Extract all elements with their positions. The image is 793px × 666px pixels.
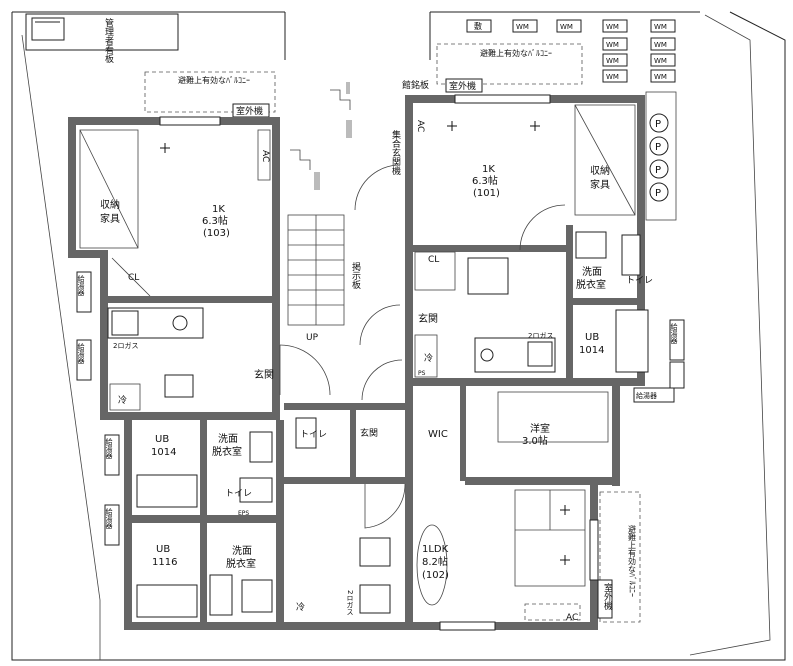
water-heater-label: 給湯器 bbox=[105, 507, 113, 530]
wm-label: WM bbox=[606, 57, 619, 65]
balcony-left: 避難上有効なﾊﾞﾙｺﾆｰ 室外機 bbox=[144, 71, 276, 118]
ub-1-size: 1014 bbox=[151, 447, 176, 458]
room-102-type: 1LDK bbox=[422, 544, 449, 555]
water-heater-label: 給湯器 bbox=[77, 274, 85, 297]
wash-2-label2: 脱衣室 bbox=[576, 278, 606, 291]
manager-sign: 管理者看板 bbox=[25, 13, 179, 64]
cl-103-label: CL bbox=[128, 273, 139, 283]
room-103-type: 1K bbox=[212, 204, 225, 215]
ub-1-type: UB bbox=[155, 434, 169, 445]
bicycle-parking: 敷 WM WM WM WM WM WM WM WM WM WM bbox=[466, 19, 676, 83]
balcony-right: 避難上有効なﾊﾞﾙｺﾆｰ 室外機 館銘板 bbox=[402, 43, 583, 93]
gas-103-label: 2ロガス bbox=[113, 341, 138, 350]
ac-101-label: AC bbox=[415, 120, 425, 132]
storage-103-label1: 収納 bbox=[100, 198, 120, 211]
storage-101-label2: 家具 bbox=[590, 178, 610, 191]
water-heater-label: 給湯器 bbox=[77, 342, 85, 365]
manager-sign-label: 管理者看板 bbox=[103, 17, 114, 64]
toilet-3-label: トイレ bbox=[626, 276, 653, 286]
wash-2-label1: 洗面 bbox=[582, 266, 602, 278]
wm-label: WM bbox=[654, 57, 667, 65]
parking: P P P P bbox=[645, 91, 677, 221]
wash-1-label2: 脱衣室 bbox=[212, 445, 242, 458]
wm-label: WM bbox=[606, 41, 619, 49]
fridge-102-label: 冷 bbox=[296, 601, 305, 613]
room-102: WIC 洋室 3.0帖 1LDK 8.2帖 (102) AC 避難上有効なﾊﾞﾙ… bbox=[416, 391, 641, 623]
parking-label: P bbox=[655, 142, 661, 153]
wic-label: WIC bbox=[428, 429, 448, 440]
room-103-number: (103) bbox=[203, 228, 230, 239]
fridge-101-label: 冷 bbox=[424, 352, 433, 364]
wash-3-label2: 脱衣室 bbox=[226, 557, 256, 570]
site-boundary bbox=[11, 11, 786, 661]
genkan-102-label: 玄関 bbox=[360, 427, 378, 439]
parking-label: P bbox=[655, 188, 661, 199]
outdoor-unit-left-label: 室外機 bbox=[236, 105, 263, 117]
water-heater-label: 給湯器 bbox=[636, 391, 657, 400]
balcony-vertical-label: 避難上有効なﾊﾞﾙｺﾆｰ bbox=[628, 524, 637, 597]
room-101-type: 1K bbox=[482, 164, 495, 175]
ub-3-size: 1116 bbox=[152, 557, 177, 568]
ub-2-size: 1014 bbox=[579, 345, 604, 356]
storage-103-label2: 家具 bbox=[100, 212, 120, 225]
ub-2-type: UB bbox=[585, 332, 599, 343]
parking-label: P bbox=[655, 165, 661, 176]
storage-101-label1: 収納 bbox=[590, 164, 610, 177]
windows bbox=[159, 94, 599, 631]
gas-102-label: 2ロガス bbox=[346, 590, 354, 616]
room-103-size: 6.3帖 bbox=[202, 214, 228, 227]
walls bbox=[68, 95, 645, 630]
ceiling-lights bbox=[160, 121, 570, 565]
parking-label: P bbox=[655, 119, 661, 130]
toilet-2-label: トイレ bbox=[300, 430, 327, 440]
room-102-number: (102) bbox=[422, 570, 449, 581]
genkan-103-label: 玄関 bbox=[254, 368, 274, 381]
water-heaters: 給湯器 給湯器 給湯器 給湯器 給湯器 給湯器 bbox=[76, 271, 685, 546]
wm-label: WM bbox=[606, 23, 619, 31]
bath-1116: UB 1116 洗面 脱衣室 冷 bbox=[136, 544, 305, 618]
youshitsu-type: 洋室 bbox=[530, 422, 550, 435]
eps-label: EPS bbox=[238, 510, 249, 517]
bath-1014-left: UB 1014 洗面 脱衣室 トイレ EPS bbox=[136, 431, 273, 517]
cl-101-label: CL bbox=[428, 255, 439, 265]
genkan-101-label: 玄関 bbox=[418, 312, 438, 325]
stairs-up-label: UP bbox=[306, 333, 319, 343]
nameplate-label: 館銘板 bbox=[402, 79, 429, 91]
balcony-left-label: 避難上有効なﾊﾞﾙｺﾆｰ bbox=[178, 75, 250, 85]
wm-label: WM bbox=[654, 41, 667, 49]
balcony-right-label: 避難上有効なﾊﾞﾙｺﾆｰ bbox=[480, 48, 552, 58]
wm-label: WM bbox=[654, 73, 667, 81]
bulletin-label: 掲示板 bbox=[350, 262, 361, 290]
room-101-number: (101) bbox=[473, 188, 500, 199]
gas-101-label: 2ロガス bbox=[528, 331, 553, 340]
wm-label: WM bbox=[560, 23, 573, 31]
wm-label: WM bbox=[606, 73, 619, 81]
water-heater-label: 給湯器 bbox=[105, 437, 113, 460]
room-103: 収納 家具 1K 6.3帖 (103) AC CL 2ロガス 冷 玄関 bbox=[79, 129, 331, 411]
bicycle-label: 敷 bbox=[474, 21, 482, 31]
water-heater-label: 給湯器 bbox=[670, 322, 678, 345]
outdoor-unit-right-label: 室外機 bbox=[449, 80, 476, 92]
room-102-size: 8.2帖 bbox=[422, 555, 448, 568]
ac-103-label: AC bbox=[260, 150, 270, 162]
room-101-size: 6.3帖 bbox=[472, 174, 498, 187]
common-corridor: UP 集合玄関機 掲示板 トイレ 玄関 2ロガス bbox=[287, 82, 406, 616]
wash-1-label1: 洗面 bbox=[218, 433, 238, 445]
toilet-1-label: トイレ bbox=[225, 489, 252, 499]
ac-102-label: AC bbox=[566, 613, 578, 623]
wash-3-label1: 洗面 bbox=[232, 545, 252, 557]
youshitsu-size: 3.0帖 bbox=[522, 434, 548, 447]
ps-label: PS bbox=[418, 370, 426, 377]
wm-label: WM bbox=[516, 23, 529, 31]
room-101: 収納 家具 1K 6.3帖 (101) AC CL 玄関 冷 2ロガス PS 洗… bbox=[414, 104, 653, 378]
outdoor-unit-bottom-label: 室外機 bbox=[602, 582, 613, 611]
entrance-panel-label: 集合玄関機 bbox=[390, 129, 401, 176]
wm-label: WM bbox=[654, 23, 667, 31]
fridge-103-label: 冷 bbox=[118, 394, 127, 406]
ub-3-type: UB bbox=[156, 544, 170, 555]
